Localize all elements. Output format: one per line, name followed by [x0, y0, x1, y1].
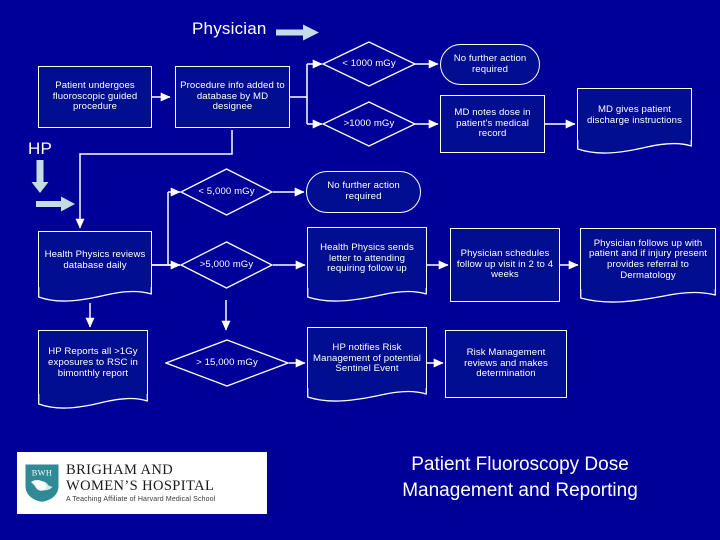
node-label: Physician follows up with patient and if…: [588, 237, 708, 281]
hp-lane-right-arrow-icon: [36, 196, 75, 212]
node-label: >1000 mGy: [343, 117, 395, 129]
node-label: Procedure info added to database by MD d…: [180, 79, 285, 113]
node-label: MD gives patient discharge instructions: [587, 103, 682, 126]
node-procedure-info[interactable]: Procedure info added to database by MD d…: [175, 66, 290, 128]
node-patient-procedure[interactable]: Patient undergoes fluoroscopic guided pr…: [38, 66, 152, 128]
node-label: > 15,000 mGy: [196, 356, 258, 368]
node-label: HP notifies Risk Management of potential…: [313, 341, 421, 375]
node-no-further-action-2[interactable]: No further action required: [306, 171, 421, 213]
bwh-shield-icon: BWH: [24, 463, 60, 503]
node-decision-dose-gt-1000[interactable]: >1000 mGy: [322, 101, 416, 147]
node-risk-management-reviews[interactable]: Risk Management reviews and makes determ…: [445, 330, 567, 398]
node-md-discharge-instructions[interactable]: MD gives patient discharge instructions: [577, 88, 692, 142]
document-wave-md-discharge: [577, 140, 692, 154]
node-hp-reports-rsc[interactable]: HP Reports all >1Gy exposures to RSC in …: [38, 330, 148, 396]
slide-title-line1: Patient Fluoroscopy Dose: [411, 454, 629, 475]
node-label: < 5,000 mGy: [198, 185, 255, 197]
node-decision-dose-lt-5000[interactable]: < 5,000 mGy: [180, 168, 273, 216]
node-label: Health Physics sends letter to attending…: [320, 241, 414, 275]
hp-lane-down-arrow-icon: [31, 160, 49, 193]
swimlane-label-hp: HP: [28, 139, 53, 158]
slide-title-line2: Management and Reporting: [402, 479, 638, 501]
document-wave-hp-notifies: [307, 388, 427, 402]
node-decision-dose-gt-5000[interactable]: >5,000 mGy: [180, 241, 273, 289]
node-decision-dose-lt-1000[interactable]: < 1000 mGy: [322, 41, 416, 87]
bwh-logo-tagline: A Teaching Affiliate of Harvard Medical …: [66, 495, 216, 503]
bwh-logo-line1: BRIGHAM AND: [66, 462, 174, 479]
node-label: Health Physics reviews database daily: [44, 248, 146, 271]
diamond-shape: [180, 168, 273, 216]
slide-title: Patient Fluoroscopy Dose Management and …: [330, 452, 710, 503]
node-hp-reviews-database[interactable]: Health Physics reviews database daily: [38, 231, 152, 289]
node-decision-dose-gt-15000[interactable]: > 15,000 mGy: [165, 339, 289, 387]
diamond-shape: [322, 41, 416, 87]
node-hp-sends-letter[interactable]: Health Physics sends letter to attending…: [307, 227, 427, 290]
diamond-shape: [180, 241, 273, 289]
node-physician-follows-up[interactable]: Physician follows up with patient and if…: [580, 228, 716, 291]
bwh-logo-text: BRIGHAM AND WOMEN’S HOSPITAL A Teaching …: [66, 462, 216, 503]
diamond-shape: [322, 101, 416, 147]
node-label: Patient undergoes fluoroscopic guided pr…: [52, 79, 138, 113]
node-label: Risk Management reviews and makes determ…: [464, 346, 548, 380]
bwh-logo-line2: WOMEN’S HOSPITAL: [66, 477, 215, 494]
document-wave-hp-sends-letter: [307, 288, 427, 302]
physician-lane-right-arrow-icon: [276, 24, 319, 41]
node-physician-schedules[interactable]: Physician schedules follow up visit in 2…: [450, 228, 560, 302]
node-label: No further action required: [453, 52, 527, 75]
swimlane-label-physician: Physician: [192, 19, 267, 38]
node-label: No further action required: [327, 180, 400, 202]
document-wave-hp-reviews: [38, 287, 152, 302]
node-no-further-action-1[interactable]: No further action required: [440, 44, 540, 85]
svg-text:BWH: BWH: [32, 469, 52, 478]
node-md-notes-dose[interactable]: MD notes dose in patient's medical recor…: [440, 95, 545, 153]
document-wave-physician-follows-up: [580, 289, 716, 303]
diamond-shape: [165, 339, 289, 387]
node-label: HP Reports all >1Gy exposures to RSC in …: [48, 346, 138, 379]
node-label: Physician schedules follow up visit in 2…: [456, 247, 554, 281]
bwh-logo: BWH BRIGHAM AND WOMEN’S HOSPITAL A Teach…: [17, 452, 267, 514]
node-label: MD notes dose in patient's medical recor…: [454, 106, 531, 140]
document-wave-hp-reports: [38, 394, 148, 409]
node-label: < 1000 mGy: [342, 57, 396, 69]
node-label: >5,000 mGy: [199, 258, 254, 270]
node-hp-notifies-risk-management[interactable]: HP notifies Risk Management of potential…: [307, 327, 427, 390]
